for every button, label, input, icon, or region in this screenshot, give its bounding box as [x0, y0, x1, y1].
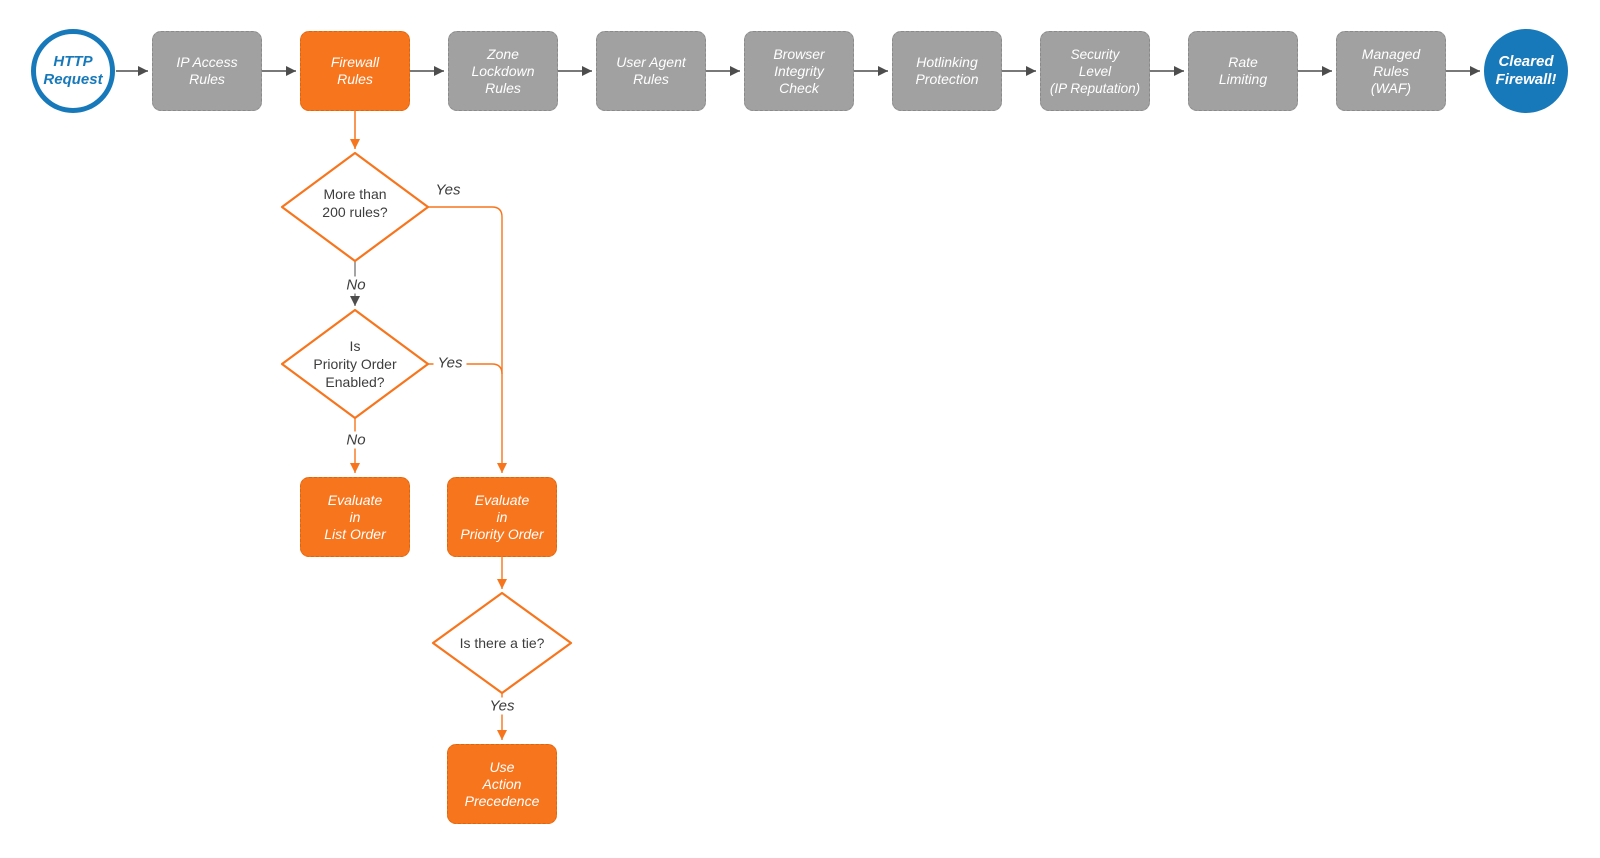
- node-label: Cleared Firewall!: [1495, 53, 1557, 88]
- node-browser-integrity-check: Browser Integrity Check: [744, 31, 854, 111]
- node-ip-access-rules: IP Access Rules: [152, 31, 262, 111]
- node-rate-limiting: Rate Limiting: [1188, 31, 1298, 111]
- node-http-request: HTTP Request: [31, 29, 115, 113]
- node-label: Browser Integrity Check: [773, 45, 825, 96]
- node-label: Rate Limiting: [1218, 54, 1268, 87]
- node-label: Managed Rules (WAF): [1361, 45, 1421, 96]
- node-label: Zone Lockdown Rules: [471, 45, 535, 96]
- edge-label-yes-200: Yes: [431, 181, 465, 199]
- node-label: Use Action Precedence: [464, 758, 540, 809]
- node-cleared-firewall: Cleared Firewall!: [1484, 29, 1568, 113]
- edge-label-no-200: No: [342, 276, 370, 294]
- diamond-is-there-a-tie: [431, 591, 573, 695]
- node-label: IP Access Rules: [176, 54, 238, 87]
- node-label: Firewall Rules: [330, 54, 380, 87]
- edge-label-yes-tie: Yes: [485, 697, 519, 715]
- arrow-yes-200-to-priority-order: [428, 206, 507, 473]
- node-label: Evaluate in Priority Order: [460, 491, 544, 542]
- decision-more-than-200-rules-label: More than 200 rules?: [322, 186, 388, 220]
- decision-priority-order-enabled-label: Is Priority Order Enabled?: [313, 338, 397, 390]
- node-label: Evaluate in List Order: [324, 491, 386, 542]
- diamond-more-than-200-rules: [280, 151, 430, 263]
- node-label: User Agent Rules: [616, 54, 686, 87]
- node-hotlinking-protection: Hotlinking Protection: [892, 31, 1002, 111]
- node-zone-lockdown-rules: Zone Lockdown Rules: [448, 31, 558, 111]
- node-user-agent-rules: User Agent Rules: [596, 31, 706, 111]
- decision-shapes: [280, 151, 573, 695]
- node-label: Security Level (IP Reputation): [1049, 46, 1141, 96]
- node-evaluate-list-order: Evaluate in List Order: [300, 477, 410, 557]
- node-label: HTTP Request: [43, 53, 103, 88]
- node-label: Hotlinking Protection: [915, 54, 979, 87]
- node-firewall-rules: Firewall Rules: [300, 31, 410, 111]
- node-managed-rules-waf: Managed Rules (WAF): [1336, 31, 1446, 111]
- edge-label-yes-priority: Yes: [433, 354, 467, 372]
- node-use-action-precedence: Use Action Precedence: [447, 744, 557, 824]
- arrow-yes-priority-enabled-merge: [428, 363, 503, 375]
- diamond-priority-order-enabled: [280, 308, 430, 420]
- node-security-level: Security Level (IP Reputation): [1040, 31, 1150, 111]
- node-evaluate-priority-order: Evaluate in Priority Order: [447, 477, 557, 557]
- decision-is-there-a-tie-label: Is there a tie?: [459, 635, 545, 651]
- edge-label-no-priority: No: [342, 431, 370, 449]
